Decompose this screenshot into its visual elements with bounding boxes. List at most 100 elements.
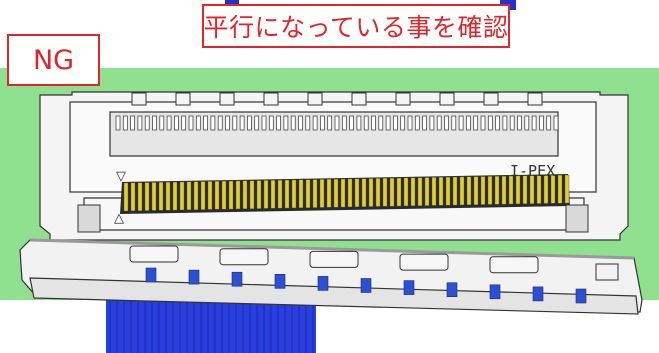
- comb-tooth: [217, 115, 223, 131]
- comb-tooth: [341, 115, 347, 131]
- pin: [403, 177, 409, 207]
- comb-tooth: [378, 115, 384, 131]
- pin: [529, 175, 535, 204]
- pin: [480, 176, 486, 205]
- comb-tooth: [247, 115, 252, 131]
- pin: [123, 182, 129, 212]
- brand-marking: I-PEX: [510, 162, 555, 180]
- comb-tooth: [422, 115, 427, 131]
- pin: [466, 176, 472, 205]
- comb-tooth: [239, 115, 245, 131]
- pin: [494, 176, 500, 205]
- pin: [452, 176, 458, 206]
- pin: [361, 178, 367, 207]
- pin: [410, 177, 416, 206]
- pin: [536, 175, 542, 204]
- pin: [424, 177, 430, 206]
- comb-tooth: [305, 115, 311, 131]
- pin: [340, 178, 346, 208]
- actuator-slot: [309, 250, 359, 268]
- pin: [543, 175, 549, 204]
- triangle-marker-top: ▽: [116, 169, 126, 184]
- comb-tooth: [144, 115, 150, 131]
- comb-tooth: [553, 115, 559, 131]
- housing-top-tab: [219, 92, 235, 106]
- comb-tooth: [115, 115, 121, 131]
- pin: [270, 180, 276, 209]
- comb-tooth: [458, 115, 464, 131]
- blue-tab: [360, 278, 372, 293]
- comb-tooth: [195, 115, 201, 131]
- comb-tooth: [159, 115, 165, 131]
- pin: [389, 177, 395, 207]
- comb-tooth: [320, 115, 325, 131]
- comb-tooth: [290, 115, 296, 131]
- comb-tooth: [327, 115, 333, 131]
- comb-tooth: [181, 115, 187, 131]
- comb-tooth: [276, 115, 281, 131]
- pin: [354, 178, 360, 208]
- comb-tooth: [130, 115, 135, 131]
- pin: [179, 181, 185, 211]
- blue-tab: [532, 286, 544, 302]
- comb-tooth: [524, 115, 530, 131]
- pin: [277, 179, 283, 209]
- pin: [515, 175, 521, 205]
- pin: [158, 182, 164, 211]
- right-clip: [565, 204, 589, 233]
- pin: [172, 181, 178, 211]
- actuator-slot: [129, 245, 179, 263]
- comb-tooth: [436, 115, 442, 131]
- comb-tooth: [407, 115, 413, 131]
- pin: [417, 177, 423, 206]
- pin: [186, 181, 192, 211]
- pin: [368, 178, 374, 207]
- pin: [249, 180, 255, 209]
- comb-tooth: [232, 115, 238, 131]
- pin: [137, 182, 143, 211]
- pin: [459, 176, 465, 206]
- comb-tooth: [225, 115, 230, 131]
- pin: [501, 175, 507, 205]
- comb-tooth: [546, 115, 552, 131]
- comb-tooth: [517, 115, 522, 131]
- comb-tooth: [502, 115, 508, 131]
- comb-tooth: [400, 115, 406, 131]
- pin: [151, 182, 157, 211]
- blue-tab: [575, 288, 587, 304]
- pin: [144, 182, 150, 211]
- pin: [375, 178, 381, 207]
- housing-top-tabs: [131, 92, 543, 106]
- actuator-slot: [489, 256, 539, 274]
- pin: [445, 176, 451, 206]
- comb-tooth: [137, 115, 143, 131]
- comb-tooth: [473, 115, 479, 131]
- pin: [291, 179, 297, 209]
- pin: [228, 180, 234, 210]
- comb-tooth: [349, 115, 354, 131]
- housing-top-tab: [131, 92, 147, 106]
- comb-tooth: [152, 115, 157, 131]
- comb-tooth: [203, 115, 208, 131]
- pin: [333, 178, 339, 208]
- comb-tooth: [188, 115, 194, 131]
- blue-tab: [231, 271, 243, 287]
- caption-box: 平行になっている事を確認: [202, 4, 510, 48]
- housing-top-tab: [483, 92, 499, 106]
- comb-tooth: [451, 115, 457, 131]
- comb-tooth: [444, 115, 449, 131]
- comb-tooth: [356, 115, 362, 131]
- pin: [207, 181, 213, 210]
- housing-top-tab: [351, 92, 367, 106]
- comb-tooth: [363, 115, 369, 131]
- pin: [564, 174, 570, 204]
- comb-tooth: [480, 115, 486, 131]
- pin: [396, 177, 402, 207]
- comb-tooth: [495, 115, 500, 131]
- pin: [557, 174, 563, 204]
- comb-tooth: [466, 115, 471, 131]
- pin: [305, 179, 311, 208]
- actuator-slot: [399, 253, 449, 271]
- pin: [347, 178, 353, 208]
- blue-tab: [446, 282, 458, 298]
